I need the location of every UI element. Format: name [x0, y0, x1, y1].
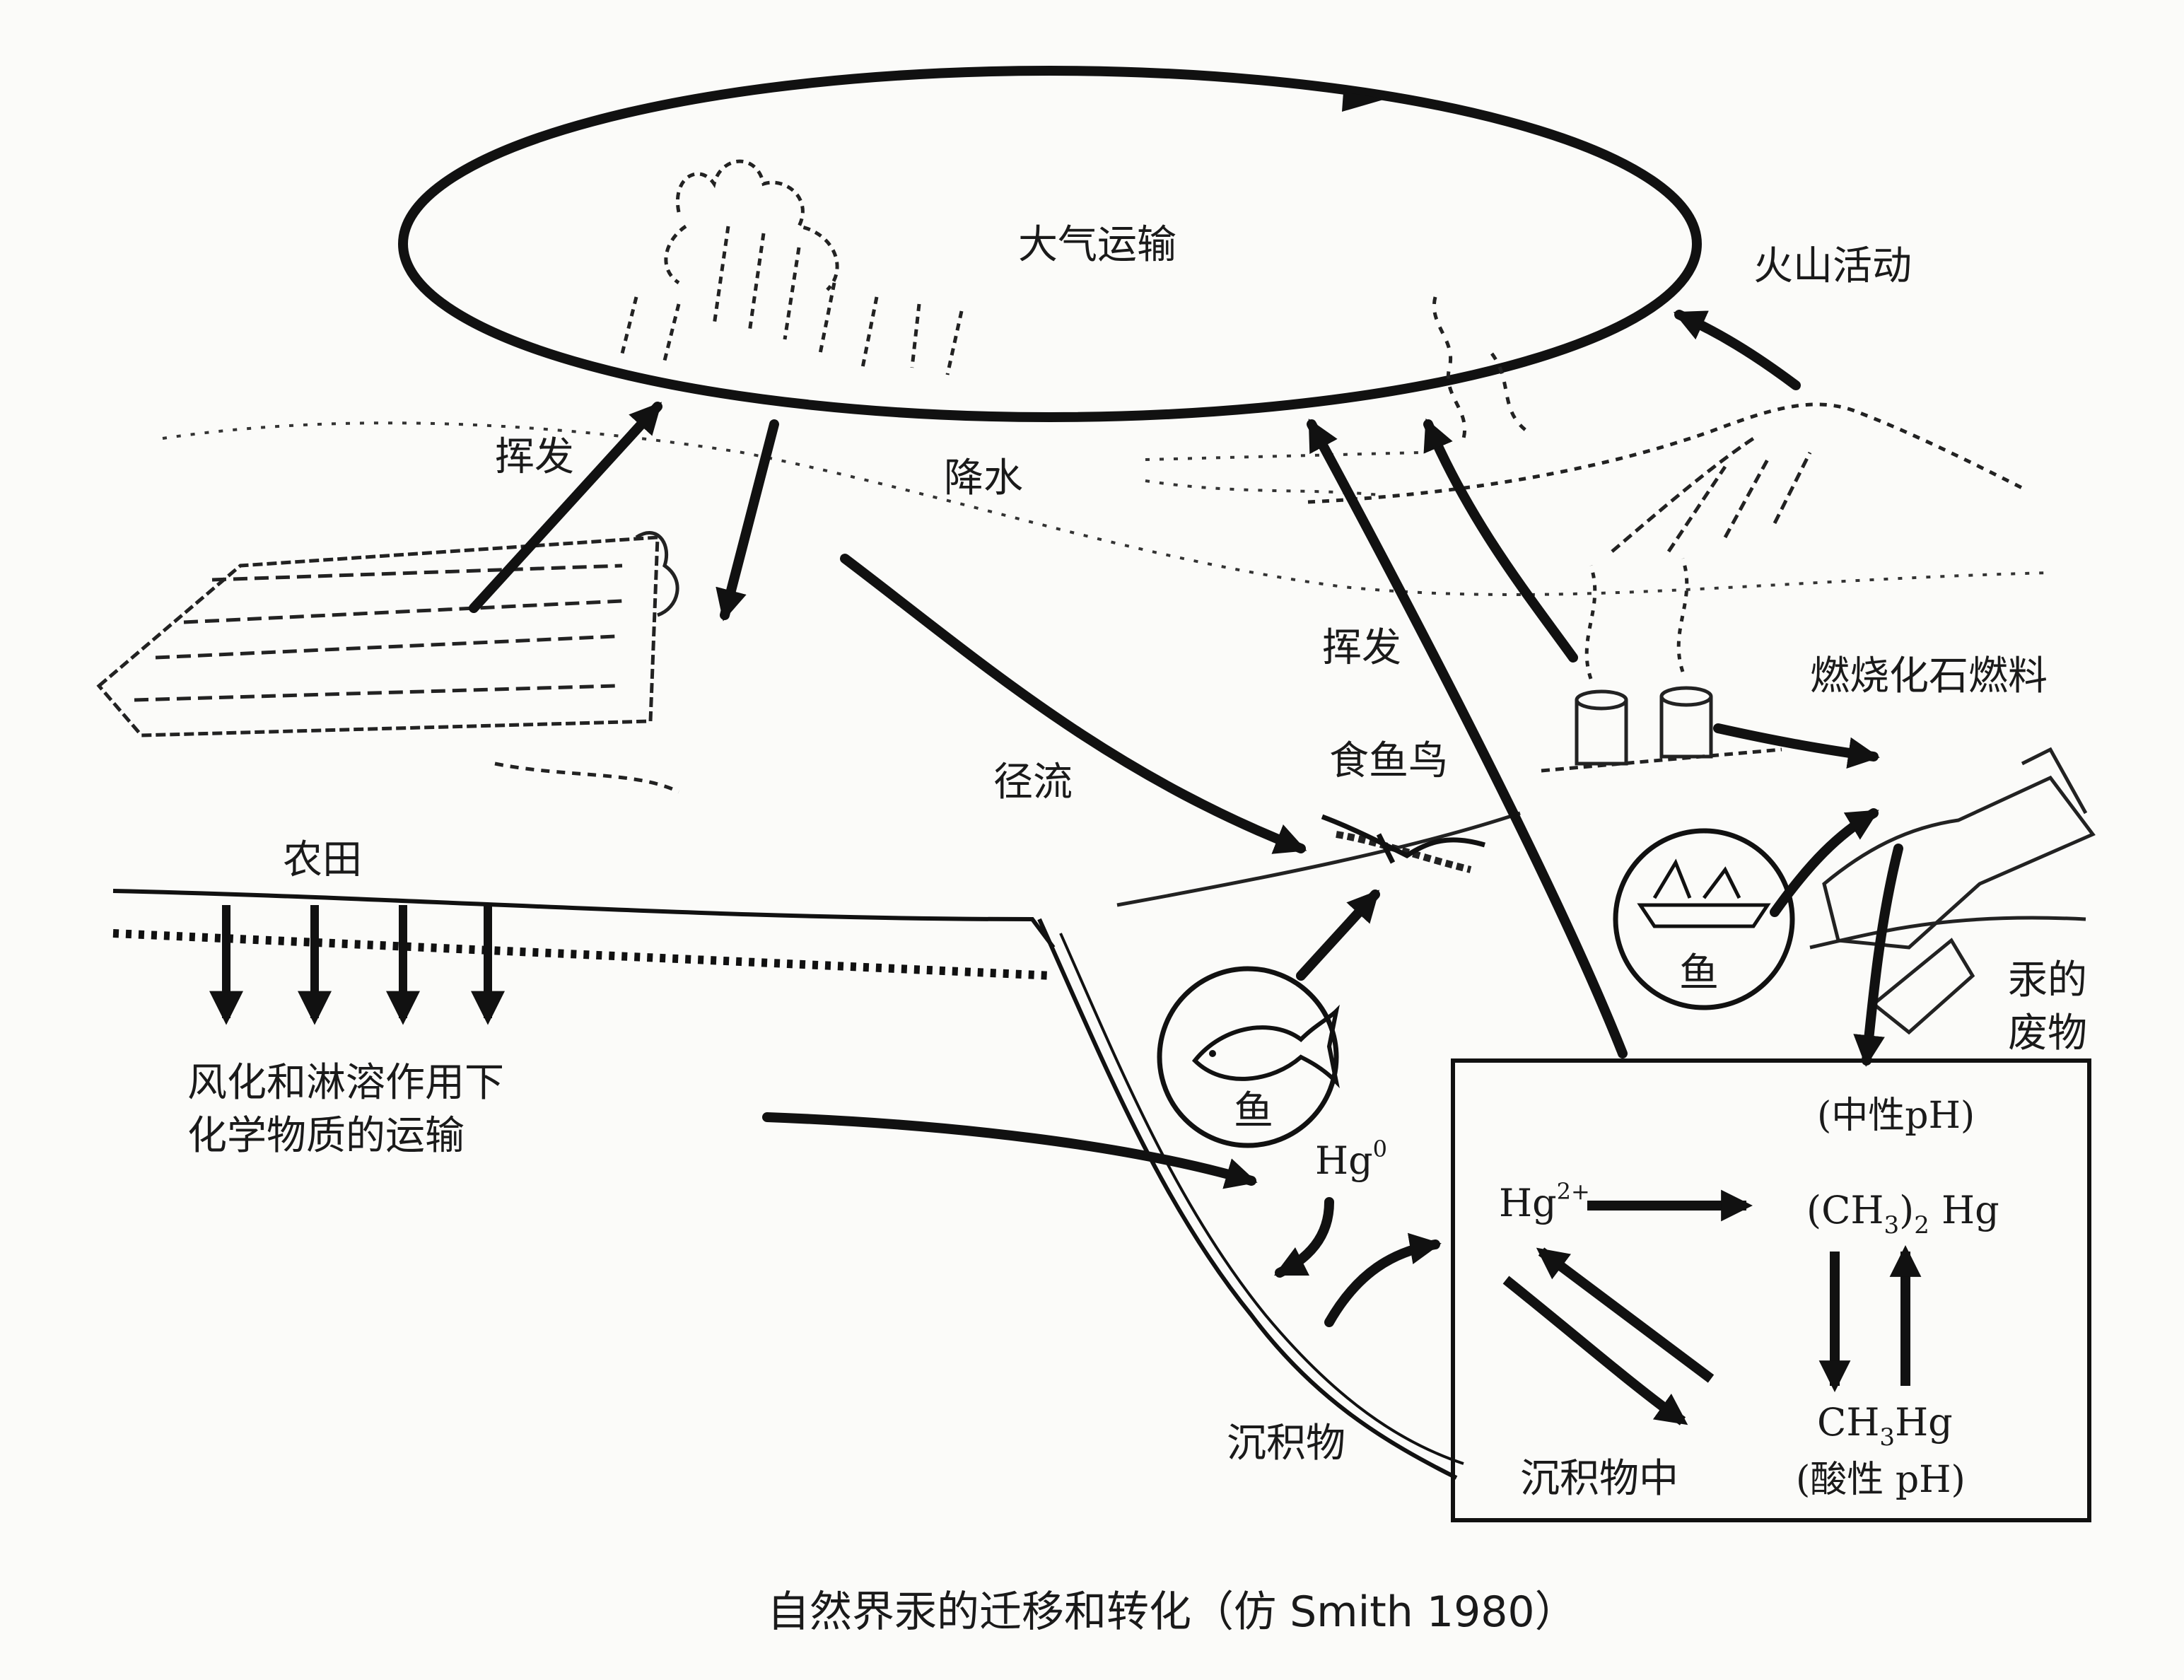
- label-hg0: Hg0: [1315, 1136, 1387, 1183]
- label-volatilize-left: 挥发: [495, 434, 574, 480]
- arrow-fossil-up: [1423, 418, 1578, 663]
- atmosphere-ellipse: [398, 66, 1702, 422]
- arrow-volcano: [1673, 310, 1801, 390]
- arrow-hg0-down: [1273, 1197, 1334, 1278]
- fishing-bird-sketch: [1321, 814, 1486, 864]
- label-fish-bird: 食鱼鸟: [1329, 738, 1448, 784]
- label-runoff: 径流: [993, 759, 1073, 805]
- fish-circle-left: [1157, 966, 1340, 1148]
- label-fish-left: 鱼: [1234, 1088, 1273, 1134]
- arrows: [469, 310, 1903, 1327]
- label-atmosphere: 大气运输: [1018, 222, 1176, 268]
- label-hg2: Hg2+: [1499, 1178, 1590, 1225]
- arrow-waste-to-box: [1853, 844, 1903, 1067]
- label-in-sediment: 沉积物中: [1520, 1456, 1678, 1502]
- label-mercury-waste-1: 汞的: [2008, 957, 2087, 1003]
- label-methylmercury: CH3Hg: [1817, 1400, 1953, 1452]
- label-sediment: 沉积物: [1227, 1421, 1345, 1466]
- label-fish-right: 鱼: [1679, 950, 1719, 996]
- arrow-volatilize-left: [469, 402, 662, 613]
- label-farmland: 农田: [283, 837, 362, 883]
- farmland-arrows: [209, 905, 505, 1025]
- label-acid-ph: (酸性 pH): [1796, 1459, 1966, 1501]
- factory-sketch: [1541, 558, 1782, 773]
- label-weathering-1: 风化和淋溶作用下: [187, 1060, 504, 1106]
- figure-caption: 自然界汞的迁移和转化（仿 Smith 1980）: [767, 1587, 1577, 1637]
- label-mercury-waste-2: 废物: [2008, 1010, 2087, 1056]
- arrow-fish-right-to-waste: [1770, 808, 1879, 917]
- label-neutral-ph: (中性pH): [1817, 1095, 1975, 1137]
- label-weathering-2: 化学物质的运输: [187, 1113, 465, 1159]
- arrow-precipitation: [716, 419, 779, 622]
- arrow-volatilize-mid: [1307, 419, 1628, 1058]
- cloud-sketch: [620, 159, 964, 375]
- label-fossil-fuel: 燃烧化石燃料: [1810, 653, 2048, 699]
- arrow-weathering-flow: [762, 1112, 1258, 1189]
- waste-building-sketch: [1809, 747, 2096, 1035]
- farm-plot-sketch: [96, 531, 680, 794]
- label-dimethylmercury: (CH3)2 Hg: [1806, 1188, 1999, 1239]
- label-precipitation: 降水: [944, 455, 1023, 501]
- arrow-fossil-right: [1713, 723, 1880, 769]
- label-volatilize-mid: 挥发: [1322, 625, 1401, 671]
- arrow-runoff: [840, 554, 1307, 854]
- arrow-sediment-to-box: [1324, 1232, 1442, 1327]
- ground-profile: [112, 889, 1464, 1480]
- volcano-sketch: [1307, 296, 2024, 553]
- label-volcano: 火山活动: [1753, 243, 1912, 289]
- reaction-box: [1451, 1058, 2091, 1522]
- water-surface: [1116, 811, 1521, 907]
- horizon-lines: [162, 421, 2051, 596]
- arrow-fish-to-bird: [1296, 889, 1380, 981]
- fish-circle-right: [1613, 828, 1795, 1010]
